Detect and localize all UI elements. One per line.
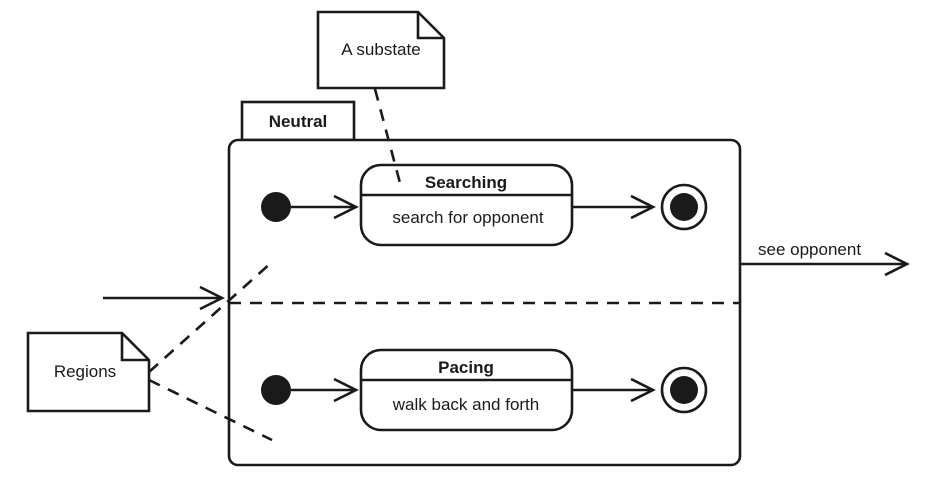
note-shape	[316, 10, 446, 90]
final-state	[660, 183, 708, 231]
composite-state-neutral: Neutral	[227, 100, 742, 467]
transition-arrow	[572, 377, 656, 403]
entry-transition-arrow	[103, 285, 225, 311]
transition-arrow	[291, 377, 359, 403]
note-fold	[120, 333, 149, 362]
region-upper: Searching search for opponent	[261, 163, 708, 247]
note-text: Regions	[54, 362, 116, 381]
transition-arrow	[291, 194, 359, 220]
exit-transition-arrow	[740, 251, 910, 277]
note-fold	[416, 12, 444, 40]
state-searching: Searching search for opponent	[359, 163, 574, 247]
composite-state-name: Neutral	[269, 112, 328, 131]
final-state	[660, 366, 708, 414]
initial-pseudostate	[261, 192, 291, 222]
note-regions: Regions	[26, 331, 151, 413]
note-substate: A substate	[316, 10, 446, 90]
note-text: A substate	[341, 40, 420, 59]
state-name: Searching	[425, 173, 507, 192]
region-lower: Pacing walk back and forth	[261, 348, 708, 432]
exit-transition-label: see opponent	[758, 240, 861, 259]
state-box	[359, 163, 574, 247]
note-anchor-line	[148, 378, 273, 442]
state-name: Pacing	[438, 358, 494, 377]
state-activity: search for opponent	[392, 208, 543, 227]
note-anchor-line	[148, 261, 273, 373]
transition-arrow	[572, 194, 656, 220]
state-pacing: Pacing walk back and forth	[359, 348, 574, 432]
note-anchor-line	[373, 88, 402, 184]
initial-pseudostate	[261, 375, 291, 405]
note-shape	[26, 331, 151, 413]
state-activity: walk back and forth	[392, 395, 539, 414]
